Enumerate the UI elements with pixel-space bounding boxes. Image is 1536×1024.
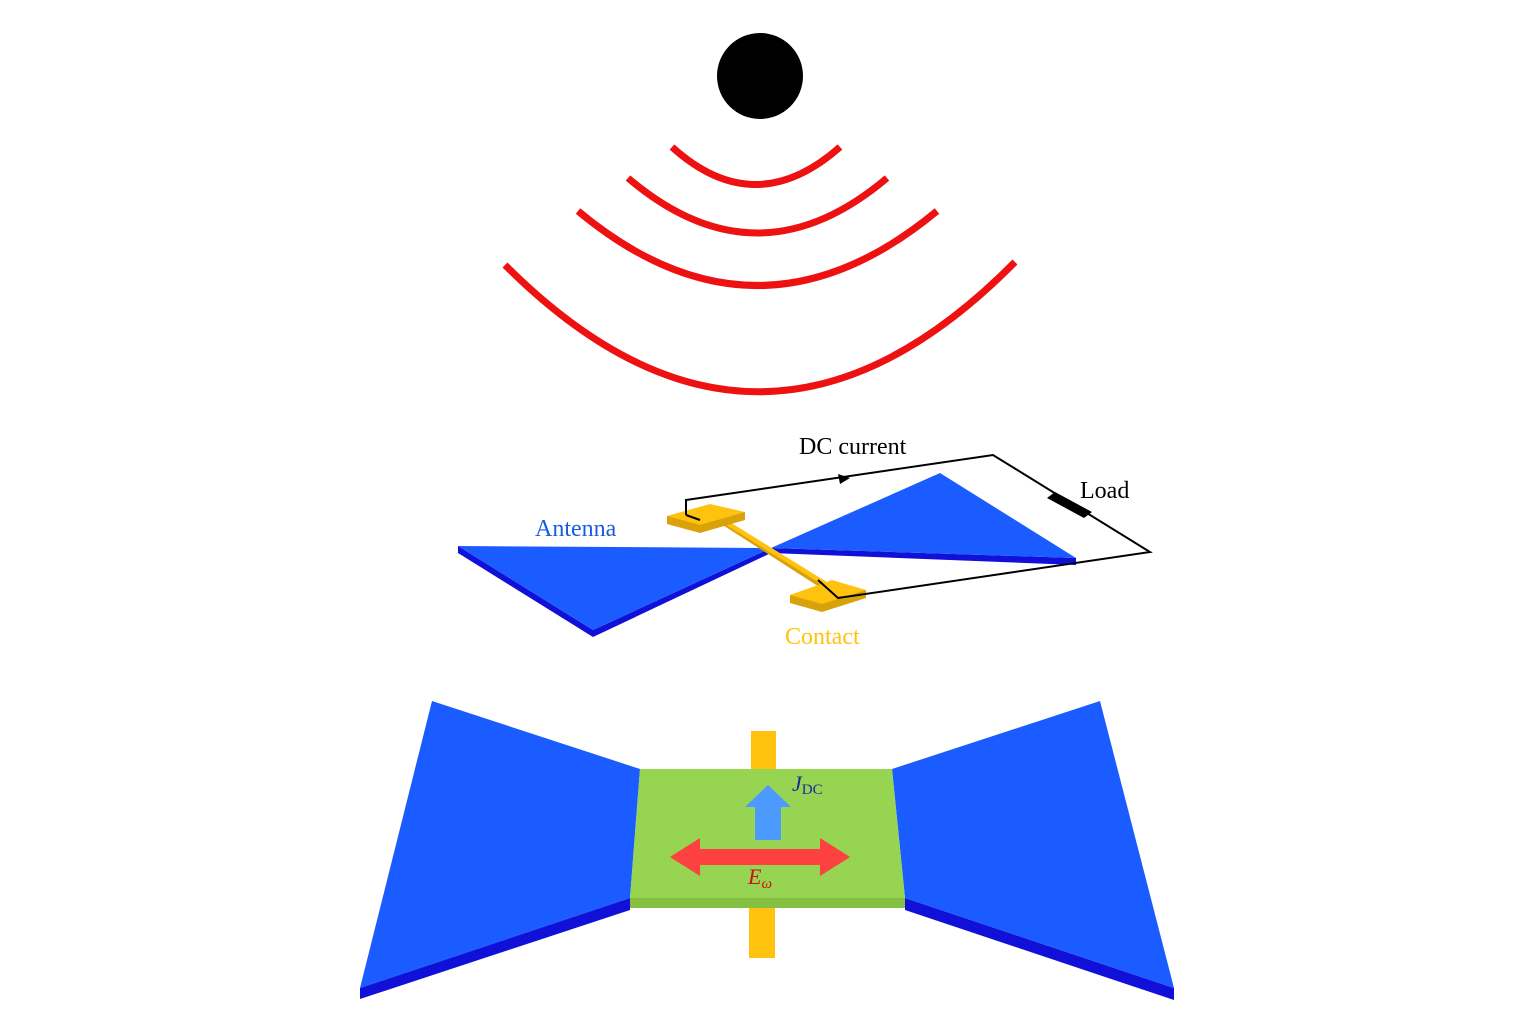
- right-antenna-top: [771, 473, 1076, 558]
- right-antenna-side: [771, 548, 1076, 565]
- wave-4: [502, 259, 1018, 396]
- contact-label: Contact: [785, 624, 860, 650]
- jdc-arrow: [745, 785, 791, 840]
- top-contact-stub: [751, 731, 776, 771]
- left-wing-edge: [360, 898, 630, 999]
- radiation-source-dot: [717, 33, 803, 119]
- e-omega-label: Eω: [747, 864, 772, 892]
- left-antenna-side: [458, 546, 593, 637]
- left-antenna-side-2: [593, 548, 771, 637]
- channel-side: [630, 898, 905, 908]
- wave-3: [575, 208, 940, 289]
- antenna-label: Antenna: [535, 516, 617, 542]
- radiation-waves: [502, 144, 1018, 396]
- wave-1: [669, 144, 843, 188]
- antenna-circuit: DC current Load Antenna Contact: [458, 434, 1153, 650]
- right-wing-top: [892, 701, 1174, 988]
- closeup-device: JDC Eω: [360, 701, 1174, 1000]
- e-field-arrow: [670, 838, 850, 876]
- jdc-label: JDC: [792, 771, 823, 798]
- left-wing-top: [360, 701, 640, 988]
- contact-strip-top: [715, 516, 830, 587]
- right-wing-edge: [905, 898, 1174, 1000]
- load-label: Load: [1080, 478, 1129, 504]
- left-antenna-top: [458, 546, 771, 630]
- contact-pad-top: [667, 504, 745, 525]
- dc-current-label: DC current: [799, 434, 907, 460]
- load-resistor: [1047, 492, 1092, 518]
- contact-pad-bottom: [790, 580, 866, 604]
- wire-inner: [685, 514, 701, 521]
- current-arrowhead: [838, 474, 850, 484]
- wave-2: [625, 175, 890, 237]
